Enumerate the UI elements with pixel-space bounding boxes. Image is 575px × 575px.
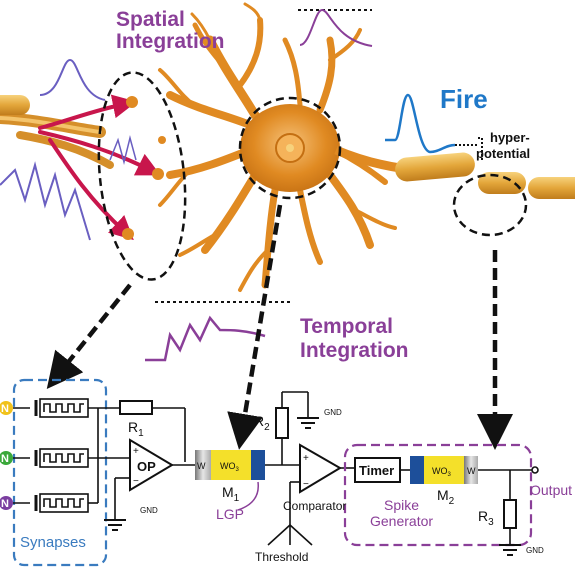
timer-label: Timer xyxy=(359,463,394,478)
r2-resistor xyxy=(275,407,289,439)
m1-wo3-sub: 3 xyxy=(236,467,240,473)
gnd-label-1: GND xyxy=(140,506,158,515)
axon xyxy=(334,145,575,199)
spike-generator-box xyxy=(343,443,533,547)
input-spike-wave-1 xyxy=(39,58,106,101)
soma-region xyxy=(238,96,342,200)
comparator-label: Comparator xyxy=(283,499,346,513)
temporal-label-line2: Integration xyxy=(300,339,409,362)
input-label-1: N xyxy=(1,403,9,415)
r2-sub: 2 xyxy=(264,422,270,433)
svg-text:M2: M2 xyxy=(437,487,455,507)
m2-sub: 2 xyxy=(449,496,455,507)
svg-text:WO3: WO3 xyxy=(220,461,240,473)
comparator-plus: + xyxy=(303,453,309,464)
input-dot-2 xyxy=(0,451,13,465)
comparator-minus: − xyxy=(303,479,309,490)
op-amp xyxy=(129,438,174,492)
neuron-illustration xyxy=(0,2,575,292)
synapse-row-3 xyxy=(13,493,98,513)
circuit-labels: N N N Synapses R1 OP + − GND W WO3 M1 LG… xyxy=(1,403,572,564)
input-spike-wave-2 xyxy=(0,161,91,241)
output-label: Output xyxy=(530,482,572,498)
gnd-label-3: GND xyxy=(526,546,544,555)
zoom-arrows xyxy=(46,204,513,450)
m1-w-label: W xyxy=(197,461,206,471)
m1-label: M xyxy=(222,484,234,500)
m2-wo3-label: WO xyxy=(432,466,448,476)
op-minus: − xyxy=(133,476,139,487)
circuit xyxy=(0,378,539,567)
comparator xyxy=(299,443,342,494)
r1-resistor xyxy=(119,400,153,415)
synapse-row-2 xyxy=(13,448,130,468)
input-dot-3 xyxy=(0,496,13,510)
m1-memristor xyxy=(211,450,251,480)
r3-label: R xyxy=(478,508,488,524)
focus-regions xyxy=(97,71,528,281)
neuron-labels: Spatial Integration Fire hyper- potentia… xyxy=(116,8,530,362)
svg-text:R1: R1 xyxy=(128,419,144,439)
threshold-label: Threshold xyxy=(255,550,308,564)
synapses-box xyxy=(12,378,108,567)
spatial-label-line2: Integration xyxy=(116,30,225,53)
r3-sub: 3 xyxy=(488,517,494,528)
hyper-label-line1: hyper- xyxy=(490,130,530,145)
gnd-label-2: GND xyxy=(324,408,342,417)
input-spike-wave-3 xyxy=(109,135,137,165)
spike-label-line2: Generator xyxy=(370,513,433,529)
m2-wo3-sub: 3 xyxy=(448,472,452,478)
fire-label: Fire xyxy=(440,84,488,114)
input-arrows xyxy=(38,94,161,241)
synapse-row-1 xyxy=(13,398,185,418)
r1-label: R xyxy=(128,419,138,435)
input-label-3: N xyxy=(1,498,9,510)
temporal-label-line1: Temporal xyxy=(300,315,393,338)
hyper-label-line2: potential xyxy=(476,146,530,161)
r2-label: R xyxy=(254,413,264,429)
waveforms xyxy=(0,8,483,362)
svg-text:R2: R2 xyxy=(254,413,270,433)
axon-region xyxy=(452,173,528,237)
svg-text:R3: R3 xyxy=(478,508,494,528)
spike-label-line1: Spike xyxy=(384,497,419,513)
synapse-terminals xyxy=(122,96,166,240)
synapses-label: Synapses xyxy=(20,534,86,551)
fire-wave xyxy=(385,93,456,154)
lgp-label: LGP xyxy=(216,506,244,522)
svg-text:WO3: WO3 xyxy=(432,466,452,478)
m1-wo3-label: WO xyxy=(220,461,236,471)
spatial-label-line1: Spatial xyxy=(116,8,185,31)
op-label: OP xyxy=(137,459,156,474)
temporal-wave xyxy=(145,315,266,362)
m1-sub: 1 xyxy=(234,493,240,504)
m2-label: M xyxy=(437,487,449,503)
input-label-2: N xyxy=(1,453,9,465)
svg-text:M1: M1 xyxy=(222,484,240,504)
op-plus: + xyxy=(133,446,139,457)
synapse-region xyxy=(97,71,187,281)
m2-memristor xyxy=(424,456,464,484)
r3-resistor xyxy=(503,499,517,529)
input-dot-1 xyxy=(0,401,13,415)
m2-w-label: W xyxy=(467,466,476,476)
r1-sub: 1 xyxy=(138,428,144,439)
